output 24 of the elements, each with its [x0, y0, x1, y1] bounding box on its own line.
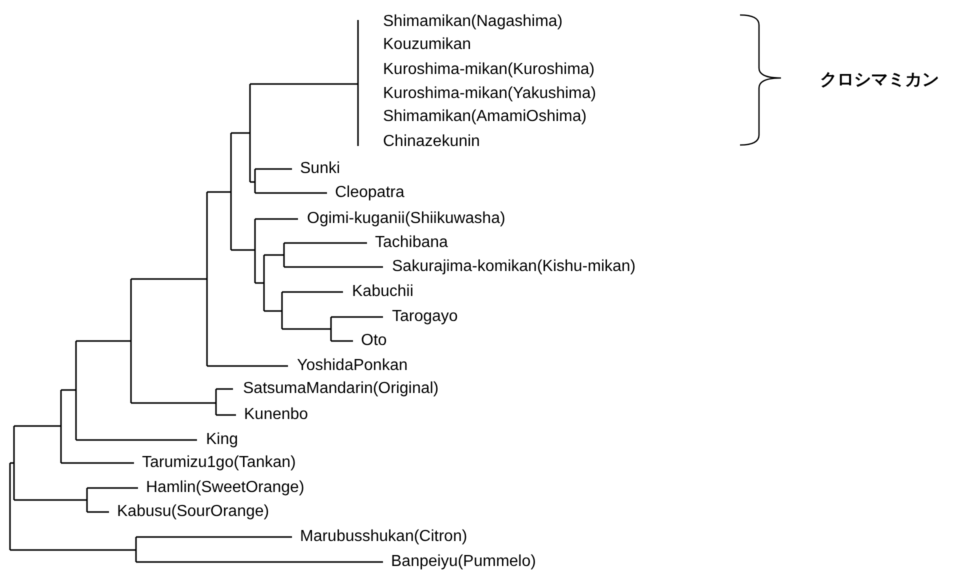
taxon-label: Hamlin(SweetOrange) [146, 479, 304, 497]
taxon-label: Kabusu(SourOrange) [117, 503, 270, 521]
taxon-label: Shimamikan(Nagashima) [383, 13, 563, 31]
taxon-label: Tachibana [375, 234, 448, 252]
taxon-label: Tarumizu1go(Tankan) [142, 454, 296, 472]
taxon-label: Chinazekunin [383, 133, 480, 151]
taxon-label: Kunenbo [244, 406, 308, 424]
taxon-label: Banpeiyu(Pummelo) [391, 553, 536, 571]
taxon-label: Marubusshukan(Citron) [300, 528, 468, 546]
taxon-label: King [206, 431, 238, 449]
taxon-label: Kabuchii [352, 283, 414, 301]
taxon-label: Ogimi-kuganii(Shiikuwasha) [307, 210, 506, 228]
taxon-label: Kuroshima-mikan(Yakushima) [383, 85, 596, 103]
taxon-label: Tarogayo [392, 308, 458, 326]
clade-label: クロシマミカン [820, 71, 939, 89]
taxon-label: Kuroshima-mikan(Kuroshima) [383, 61, 595, 79]
taxon-label: Kouzumikan [383, 36, 472, 54]
taxon-label: Sunki [300, 160, 340, 178]
taxon-label: Cleopatra [335, 184, 404, 202]
taxon-label: Oto [361, 332, 387, 350]
taxon-label: SatsumaMandarin(Original) [243, 380, 439, 398]
taxon-label: YoshidaPonkan [297, 357, 408, 375]
taxon-label: Sakurajima-komikan(Kishu-mikan) [392, 258, 636, 276]
taxon-label: Shimamikan(AmamiOshima) [383, 108, 587, 126]
